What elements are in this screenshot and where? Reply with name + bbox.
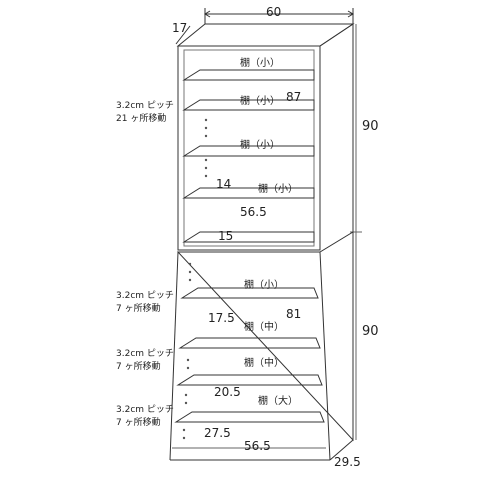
- lower-shelf-2-label: 棚（中）: [244, 320, 284, 333]
- upper-shelf-3: [182, 145, 315, 157]
- note-lower1-line2: 7 ヶ所移動: [116, 302, 161, 314]
- upper-frame: [177, 45, 321, 251]
- upper-inner-height: 87: [286, 90, 301, 104]
- note-upper-line1: 3.2cm ピッチ: [116, 100, 174, 111]
- dim-depth-bottom: 29.5: [334, 455, 361, 469]
- lower-depth-1: 17.5: [208, 311, 235, 325]
- upper-shelf-4: [182, 187, 315, 199]
- upper-shelf-2-label: 棚（小）: [240, 94, 280, 107]
- lower-shelf-4: [174, 411, 325, 423]
- note-lower1-line1: 3.2cm ピッチ: [116, 290, 174, 301]
- dim-width-top: 60: [266, 5, 281, 19]
- note-lower2-line1: 3.2cm ピッチ: [116, 348, 174, 359]
- dim-depth-top: 17: [172, 21, 187, 35]
- upper-shelf-2: [182, 99, 315, 111]
- upper-right-top-edge: [319, 23, 354, 47]
- upper-shelf-1-label: 棚（小）: [240, 56, 280, 69]
- note-lower3-line2: 7 ヶ所移動: [116, 416, 161, 428]
- lower-shelf-1-label: 棚（小）: [244, 278, 284, 291]
- lower-front-right: [319, 251, 331, 461]
- lower-inner-width: 56.5: [244, 439, 271, 453]
- lower-depth-3: 27.5: [204, 426, 231, 440]
- lower-depth-2: 20.5: [214, 385, 241, 399]
- lower-bottom-right: [329, 439, 354, 461]
- dim-height-lower: 90: [362, 324, 379, 339]
- lower-front-left: [169, 251, 179, 461]
- lower-shelf-1: [180, 287, 319, 299]
- upper-bottom-shelf: [182, 231, 315, 243]
- upper-shelf-3-label: 棚（小）: [240, 138, 280, 151]
- depth-top-line: [175, 25, 191, 45]
- dim-height-upper: 90: [362, 119, 379, 134]
- lower-shelf-4-label: 棚（大）: [258, 394, 298, 407]
- upper-shelf-4-label: 棚（小）: [258, 182, 298, 195]
- lower-shelf-3-label: 棚（中）: [244, 356, 284, 369]
- lower-inner-height: 81: [286, 307, 301, 321]
- note-lower2-line2: 7 ヶ所移動: [116, 360, 161, 372]
- lower-shelves: [174, 287, 325, 423]
- lower-shelf-3: [176, 374, 323, 386]
- upper-inner-depth: 14: [216, 177, 231, 191]
- upper-bottom-depth: 15: [218, 229, 233, 243]
- note-lower3-line1: 3.2cm ピッチ: [116, 404, 174, 415]
- upper-inner-width: 56.5: [240, 205, 267, 219]
- upper-top-face: [176, 23, 355, 47]
- note-upper-line2: 21 ヶ所移動: [116, 112, 166, 124]
- upper-shelves: [182, 69, 315, 243]
- pin-holes: [182, 118, 208, 440]
- lower-right-side: [176, 231, 354, 442]
- upper-shelf-1: [182, 69, 315, 81]
- lower-shelf-2: [178, 337, 321, 349]
